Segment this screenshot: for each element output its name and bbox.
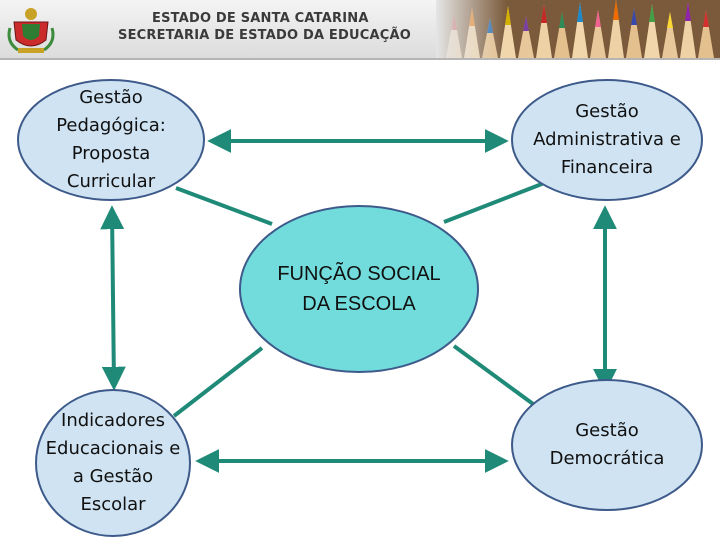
connector-center-administrativa: [443, 178, 553, 224]
node-indicadores-label: Indicadores Educacionais e a Gestão Esco…: [45, 410, 181, 515]
connector-pedagogica-indicadores: [100, 205, 126, 391]
colored-pencils-photo: [436, 0, 720, 58]
node-indicadores-shape: [35, 389, 191, 537]
connectors: [100, 129, 617, 473]
node-gestao-pedagogica: Gestão Pedagógica: Proposta Curricular: [18, 80, 204, 200]
header-banner: ESTADO DE SANTA CATARINA SECRETARIA DE E…: [0, 0, 720, 60]
header-title: ESTADO DE SANTA CATARINA SECRETARIA DE E…: [118, 10, 411, 44]
center-node-funcao-social: FUNÇÃO SOCIAL DA ESCOLA: [240, 206, 478, 372]
header-line-state: ESTADO DE SANTA CATARINA: [152, 11, 369, 26]
node-democratica-shape: [511, 379, 703, 511]
connector-center-indicadores: [172, 346, 264, 418]
node-gestao-administrativa-label: Gestão Administrativa e Financeira: [533, 101, 681, 178]
node-gestao-democratica-label: Gestão Democrática: [549, 420, 665, 469]
node-administrativa-shape: [511, 79, 703, 201]
node-indicadores-educacionais: Indicadores Educacionais e a Gestão Esco…: [36, 390, 190, 536]
header-line-secretariat: SECRETARIA DE ESTADO DA EDUCAÇÃO: [118, 28, 412, 43]
node-gestao-administrativa: Gestão Administrativa e Financeira: [512, 80, 702, 200]
connector-center-democratica: [452, 344, 546, 414]
diagram-canvas: [17, 79, 703, 537]
node-pedagogica-shape: [17, 79, 205, 201]
connector-center-pedagogica: [175, 186, 273, 226]
node-gestao-pedagogica-label: Gestão Pedagógica: Proposta Curricular: [56, 87, 166, 192]
node-gestao-democratica: Gestão Democrática: [512, 380, 702, 510]
state-coat-of-arms-icon: [7, 8, 55, 53]
center-node-shape: [239, 205, 479, 373]
center-node-label: FUNÇÃO SOCIAL DA ESCOLA: [277, 263, 441, 315]
